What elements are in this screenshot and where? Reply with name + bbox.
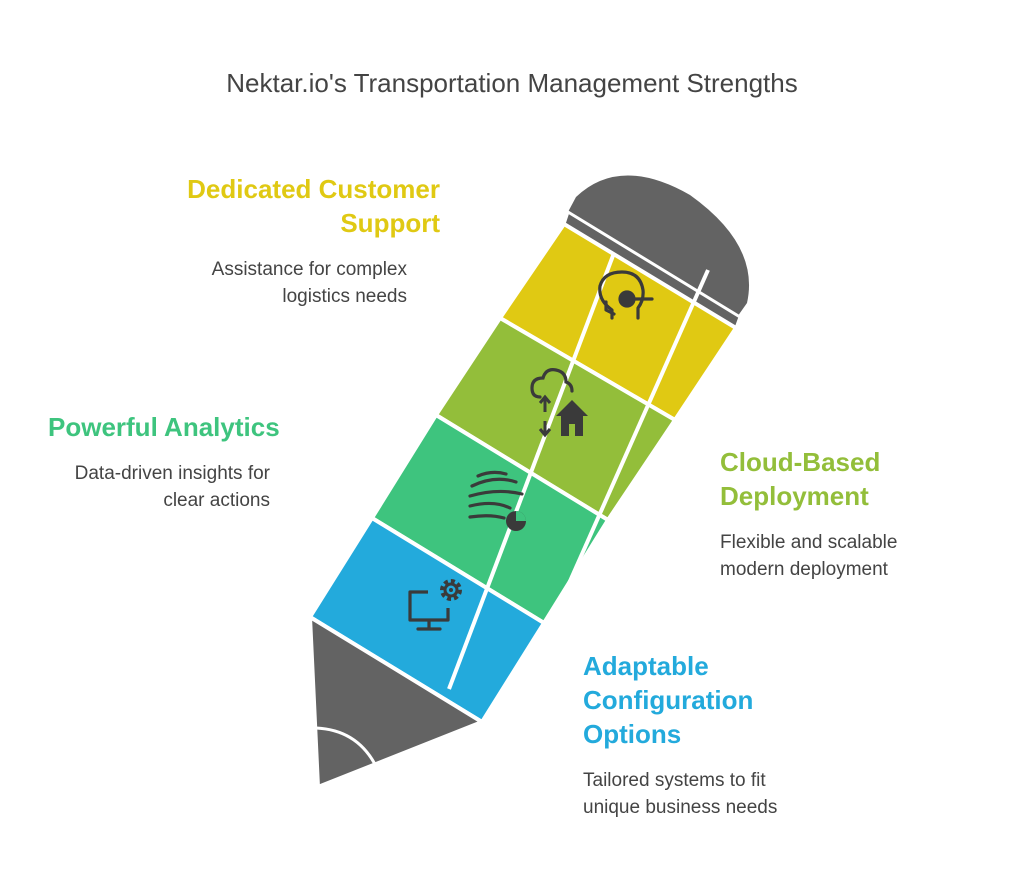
diagram-title: Nektar.io's Transportation Management St… <box>226 68 798 98</box>
support-heading: Dedicated Customer Support <box>187 174 440 238</box>
monitor-gear-icon <box>408 579 462 631</box>
analytics-heading: Powerful Analytics <box>48 412 280 442</box>
facet-line <box>545 269 710 634</box>
cloud-home-icon <box>530 368 588 438</box>
deployment-description: Flexible and scalable modern deployment <box>720 532 898 580</box>
pencil-tip <box>308 615 484 789</box>
configuration-description: Tailored systems to fit unique business … <box>583 770 778 818</box>
support-description: Assistance for complex logistics needs <box>211 259 407 307</box>
pencil-tip-arc <box>315 726 382 776</box>
deployment-heading: Cloud-Based Deployment <box>720 447 881 511</box>
configuration-heading: Adaptable Configuration Options <box>583 651 754 749</box>
headset-agent-icon <box>598 270 654 320</box>
analytics-description: Data-driven insights for clear actions <box>74 463 270 511</box>
facet-line <box>447 252 616 690</box>
wind-chart-icon <box>468 470 526 531</box>
